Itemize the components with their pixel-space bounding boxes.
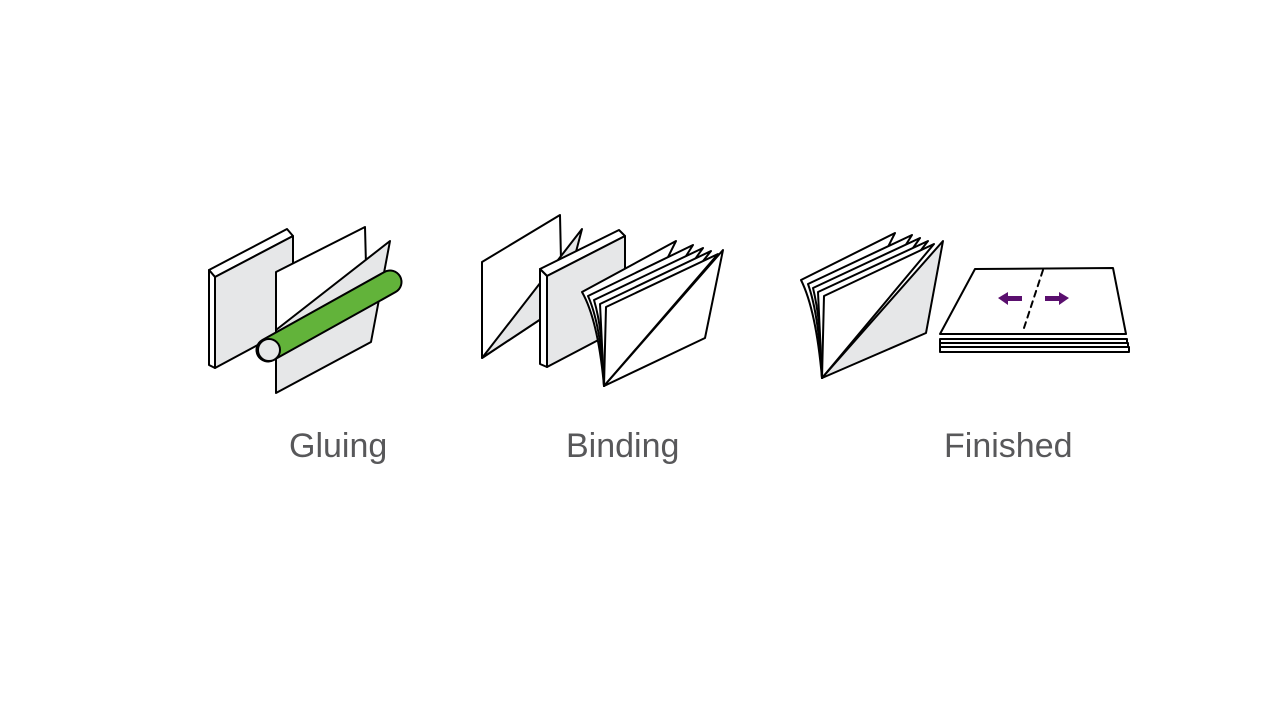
page-stack [581, 240, 724, 387]
glue-roller [255, 269, 403, 363]
step-label-binding: Binding [566, 427, 680, 465]
open-book [800, 232, 944, 379]
cut-line [1022, 269, 1044, 332]
step-label-finished: Finished [944, 427, 1073, 465]
stacked-book [939, 267, 1130, 353]
finished-book-icon [800, 232, 1130, 379]
glue-roller-icon [208, 226, 403, 394]
step-label-gluing: Gluing [289, 427, 388, 465]
binding-pages-icon [481, 214, 724, 387]
split-arrows-icon [998, 292, 1069, 305]
